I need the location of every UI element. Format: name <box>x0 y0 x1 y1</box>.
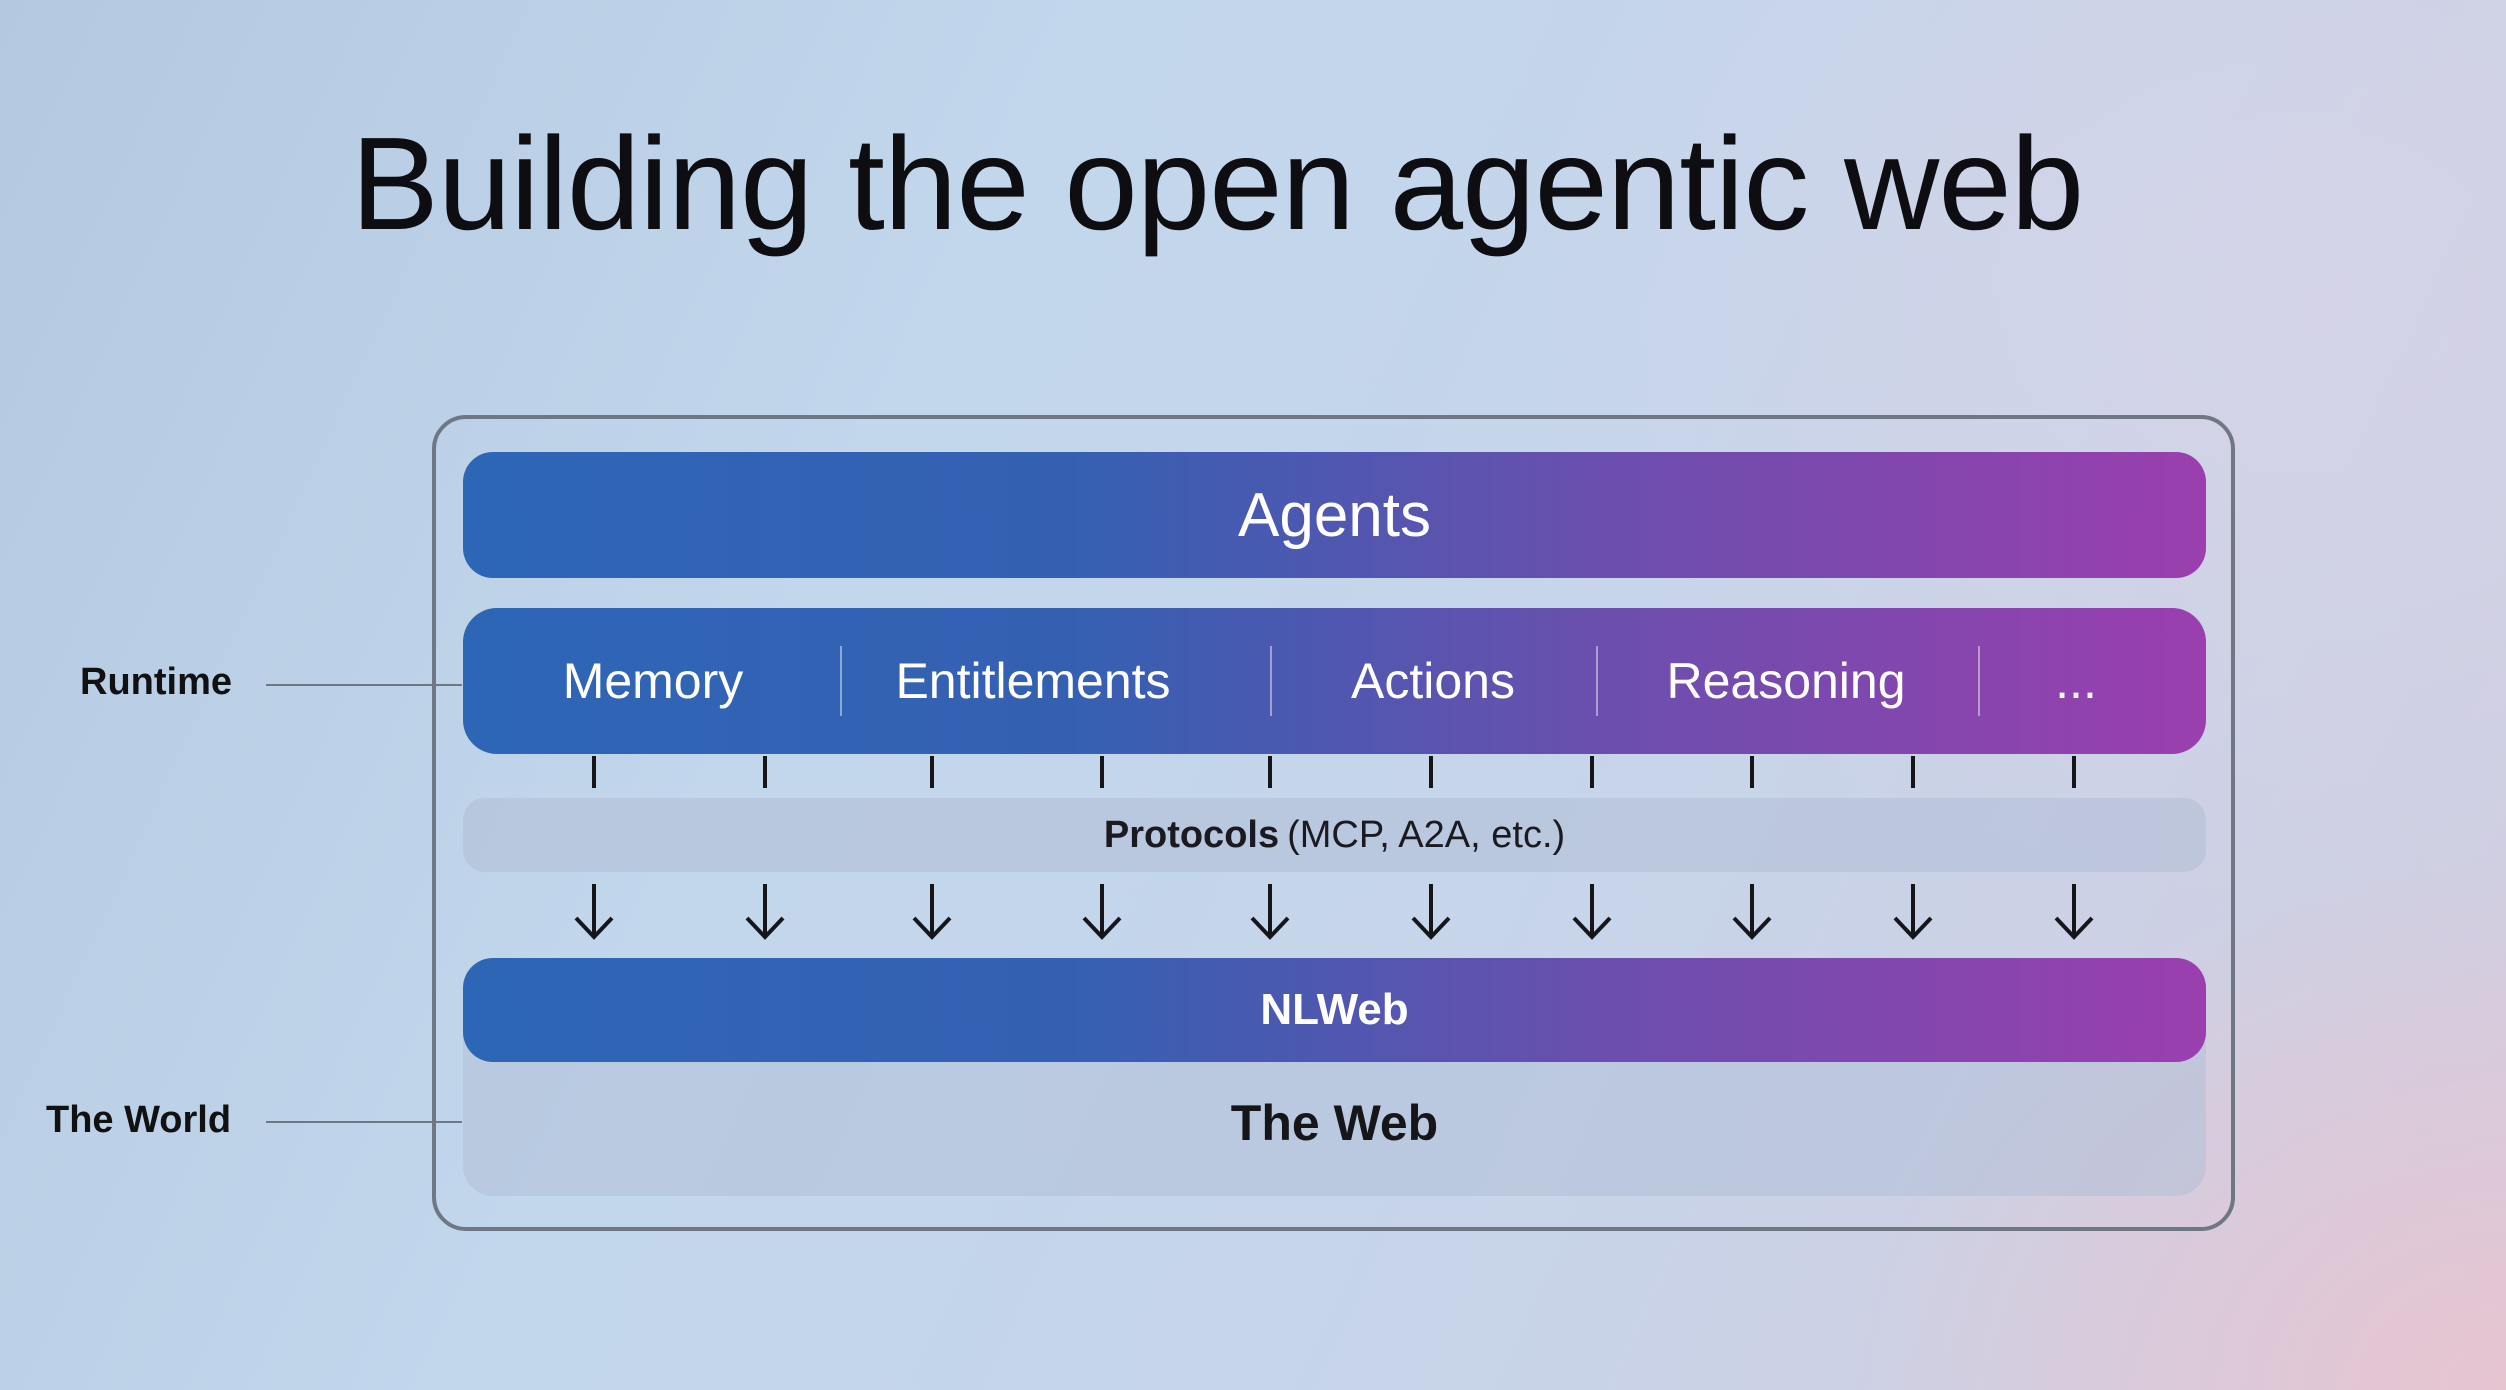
runtime-item-entitlements: Entitlements <box>895 653 1171 709</box>
down-arrow-icon <box>1572 884 1612 940</box>
down-arrow-icon <box>1732 884 1772 940</box>
runtime-item-more: ... <box>2055 653 2097 709</box>
down-arrow-icon <box>912 884 952 940</box>
connector-tick <box>1911 756 1915 788</box>
nlweb-layer-label: NLWeb <box>1260 985 1409 1034</box>
down-arrow-icon <box>1411 884 1451 940</box>
runtime-layer: Memory Entitlements Actions Reasoning ..… <box>463 608 2206 754</box>
slide-title: Building the open agentic web <box>350 110 2084 257</box>
connector-tick <box>763 756 767 788</box>
connector-tick <box>1268 756 1272 788</box>
runtime-connector <box>266 684 462 686</box>
connector-tick <box>930 756 934 788</box>
runtime-separator <box>1978 646 1980 716</box>
web-layer-label: The Web <box>1230 1095 1439 1151</box>
connector-tick <box>592 756 596 788</box>
down-arrow-icon <box>2054 884 2094 940</box>
agents-layer-label: Agents <box>1237 480 1432 550</box>
down-arrow-icon <box>574 884 614 940</box>
connector-tick <box>1429 756 1433 788</box>
runtime-item-memory: Memory <box>562 653 744 709</box>
down-arrow-icon <box>1893 884 1933 940</box>
world-connector <box>266 1121 462 1123</box>
protocols-layer: Protocols (MCP, A2A, etc.) <box>463 798 2206 872</box>
protocols-examples: (MCP, A2A, etc.) <box>1287 813 1566 856</box>
protocols-label: Protocols <box>1103 813 1280 856</box>
runtime-item-actions: Actions <box>1351 653 1515 709</box>
connector-tick <box>2072 756 2076 788</box>
diagram-frame <box>432 415 2235 1231</box>
runtime-label: Runtime <box>80 661 232 703</box>
runtime-separator <box>1270 646 1272 716</box>
agents-layer: Agents <box>463 452 2206 578</box>
runtime-item-reasoning: Reasoning <box>1666 653 1906 709</box>
down-arrow-icon <box>745 884 785 940</box>
connector-tick <box>1100 756 1104 788</box>
down-arrow-icon <box>1250 884 1290 940</box>
connector-tick <box>1590 756 1594 788</box>
down-arrow-icon <box>1082 884 1122 940</box>
runtime-separator <box>1596 646 1598 716</box>
runtime-separator <box>840 646 842 716</box>
connector-tick <box>1750 756 1754 788</box>
world-label: The World <box>46 1099 232 1141</box>
nlweb-layer: NLWeb <box>463 958 2206 1062</box>
